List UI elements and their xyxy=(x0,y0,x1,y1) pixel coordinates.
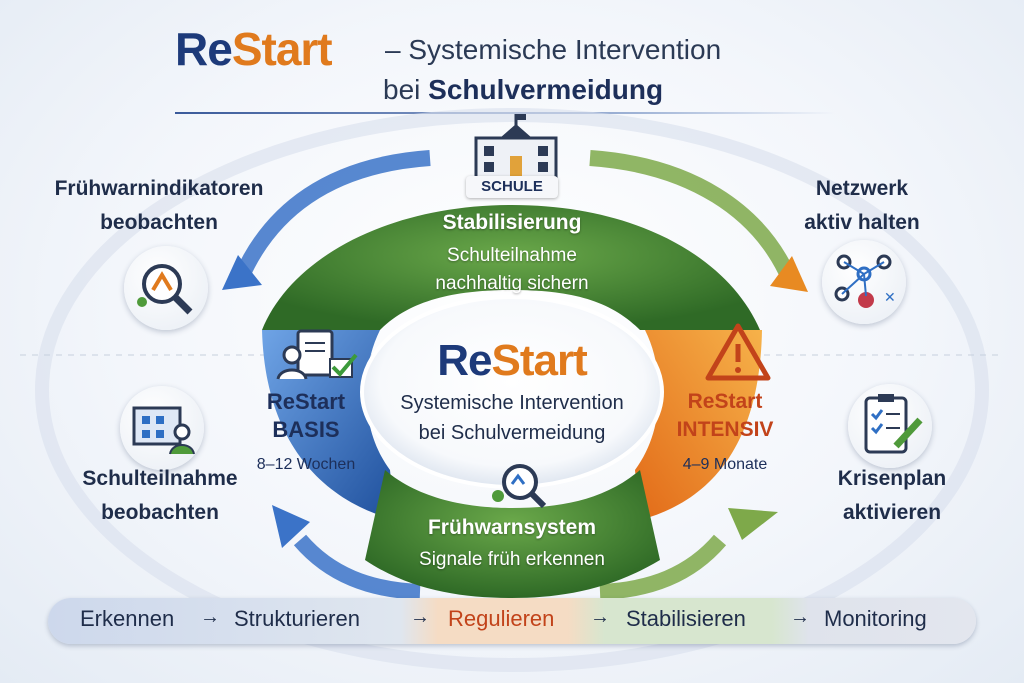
fruehwarnsystem-heading: Frühwarnsystem xyxy=(427,516,597,539)
network-icon: ✕ xyxy=(822,240,906,324)
schule-badge: SCHULE xyxy=(466,176,558,198)
step-arrow: → xyxy=(410,606,430,628)
arrow-top-right xyxy=(589,150,798,284)
sector-fruehwarnsystem xyxy=(365,470,660,598)
basis-duration: 8–12 Wochen xyxy=(256,456,356,473)
checklist-icon xyxy=(848,384,932,468)
center-brand: ReStart xyxy=(437,336,588,385)
magnifier-signal-icon xyxy=(492,464,547,509)
basis-title-2: BASIS xyxy=(272,417,340,442)
arrowhead-bottom-right xyxy=(728,508,778,540)
step-stabilisieren: Stabilisieren xyxy=(626,606,746,631)
arrow-bottom-left xyxy=(293,534,421,600)
magnifier-alert-icon xyxy=(124,246,208,330)
sector-stabilisierung xyxy=(262,205,760,330)
title-line-2: bei Schulvermeidung xyxy=(383,74,664,105)
step-erkennen: Erkennen xyxy=(80,606,175,631)
arrowhead-bottom-left xyxy=(272,505,310,548)
outer-ring xyxy=(35,108,989,672)
stabilisierung-heading: Stabilisierung xyxy=(442,211,582,234)
arrow-bottom-right xyxy=(599,534,727,600)
center-line-1: Systemische Intervention xyxy=(400,392,624,414)
step-arrow: → xyxy=(590,606,610,628)
fruehwarnsystem-line-1: Signale früh erkennen xyxy=(419,549,605,570)
school-person-icon xyxy=(120,386,204,470)
center-line-2: bei Schulvermeidung xyxy=(418,422,606,444)
step-arrow: → xyxy=(790,606,810,628)
intensiv-title-1: ReStart xyxy=(687,390,763,413)
documents-check-icon xyxy=(276,329,358,380)
arrow-top-left xyxy=(232,150,431,284)
school-icon xyxy=(474,114,558,180)
intensiv-duration: 4–9 Monate xyxy=(682,456,768,473)
stabilisierung-line-2: nachhaltig sichern xyxy=(435,273,589,294)
stabilisierung-line-1: Schulteilnahme xyxy=(447,245,577,266)
step-regulieren: Regulieren xyxy=(448,606,555,631)
step-strukturieren: Strukturieren xyxy=(234,606,360,631)
title-line-1: – Systemische Intervention xyxy=(385,34,722,65)
basis-title-1: ReStart xyxy=(266,389,346,414)
step-monitoring: Monitoring xyxy=(824,606,927,631)
step-arrow: → xyxy=(200,606,220,628)
intensiv-title-2: INTENSIV xyxy=(676,418,774,441)
process-steps-bar: Erkennen → Strukturieren → Regulieren → … xyxy=(48,598,976,644)
arrowhead-top-left xyxy=(222,255,262,290)
arrowhead-top-right xyxy=(770,256,808,292)
svg-text:✕: ✕ xyxy=(884,290,896,306)
title-brand: ReStart xyxy=(175,23,333,75)
warning-icon xyxy=(705,323,771,381)
